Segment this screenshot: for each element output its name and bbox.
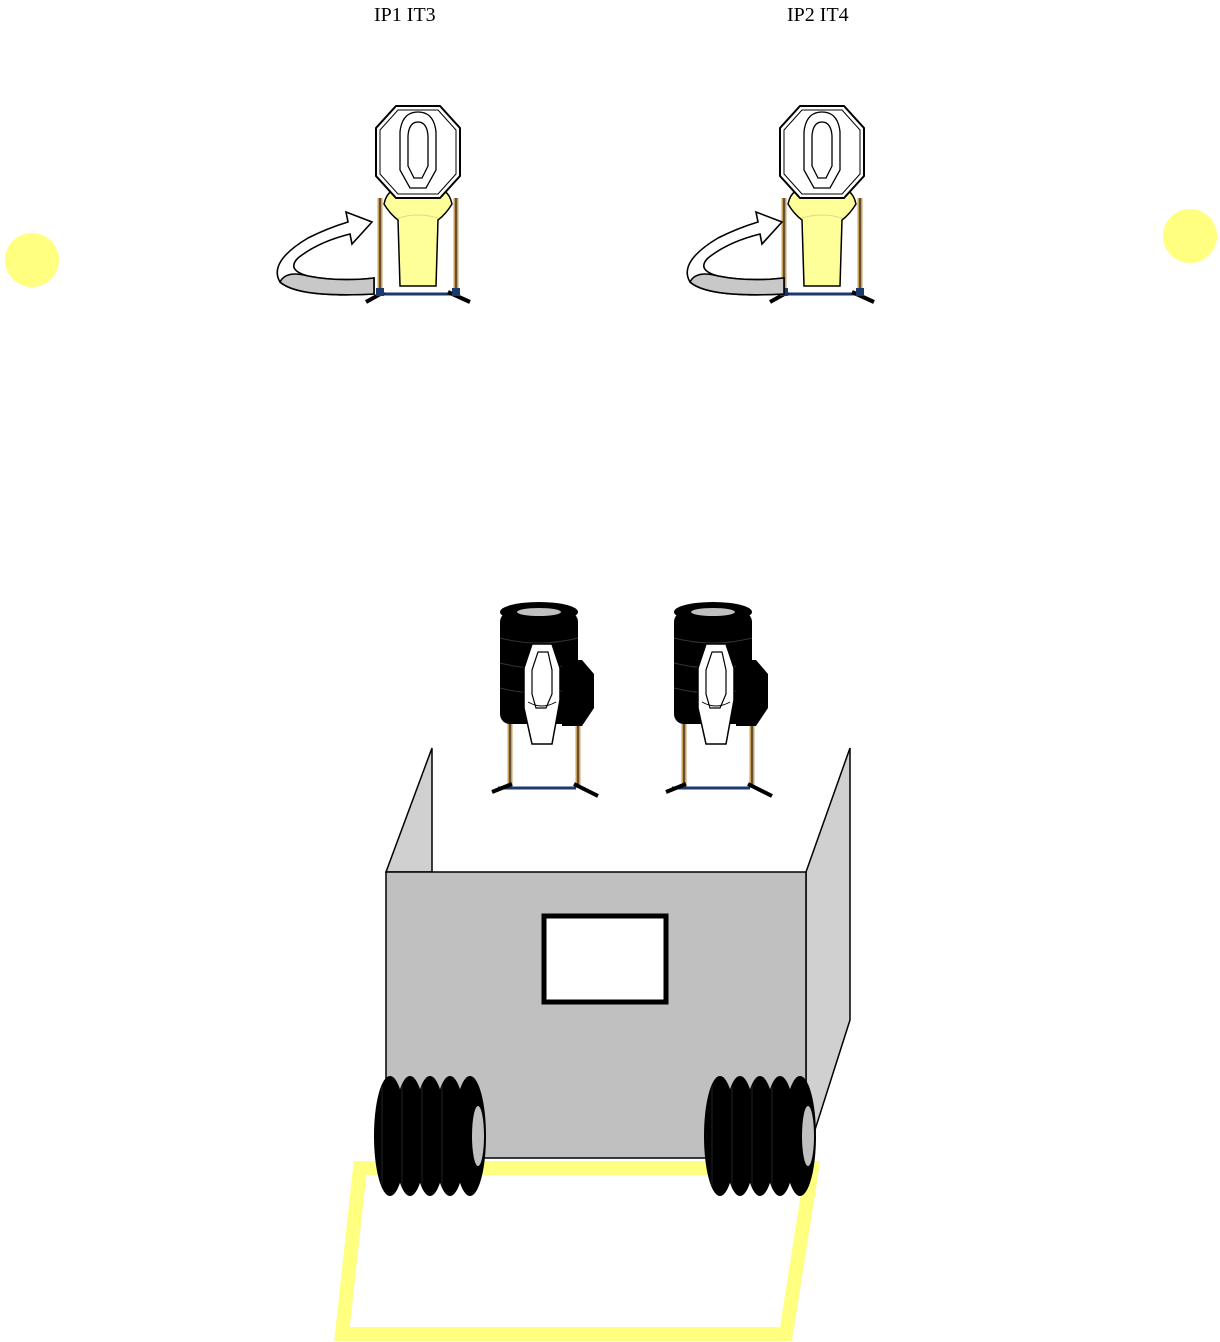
tire-stack-left-icon xyxy=(374,1076,486,1196)
steel-target-1-icon xyxy=(366,106,470,302)
barricade-window xyxy=(544,916,666,1002)
rotation-arrow-2-icon xyxy=(687,212,784,295)
steel-target-2-icon xyxy=(770,106,874,302)
tire-target-2-icon xyxy=(666,602,772,796)
rotation-arrow-1-icon xyxy=(277,212,374,295)
marker-left-icon xyxy=(5,233,59,287)
tire-target-1-icon xyxy=(492,602,598,796)
tire-stack-right-icon xyxy=(704,1076,816,1196)
marker-right-icon xyxy=(1163,209,1217,263)
